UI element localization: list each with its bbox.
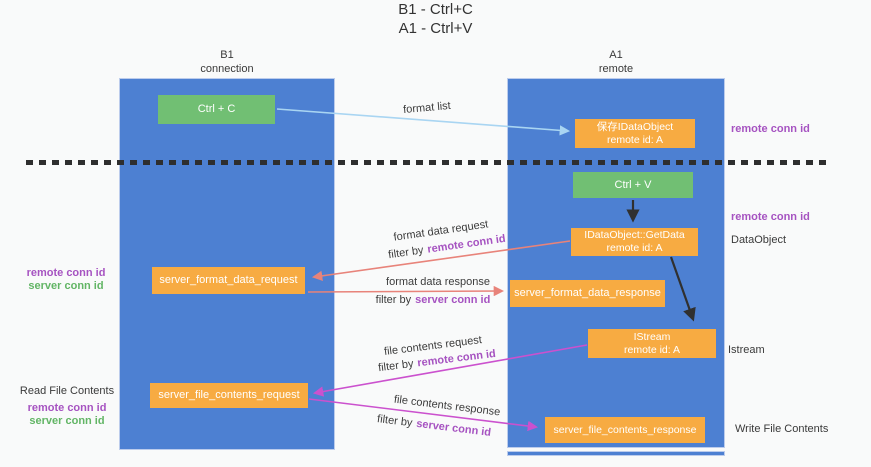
label-format-data-response: format data response — [386, 276, 490, 288]
right-remote-conn-id-top: remote conn id — [731, 123, 810, 135]
node-istream: IStream remote id: A — [588, 329, 716, 358]
node-istream-line1: IStream — [633, 330, 671, 343]
filter-by-text: filter by — [387, 244, 425, 262]
lane-a1-header: A1 remote — [507, 48, 725, 76]
node-save-idataobject-line2: remote id: A — [606, 133, 664, 146]
left-remote-conn-id: remote conn id — [26, 267, 106, 279]
istream-label: Istream — [728, 344, 765, 356]
lane-a1-name: A1 — [609, 49, 623, 61]
left-read-file-group: Read File Contents remote conn id server… — [12, 385, 122, 428]
filter-by-text: filter by — [376, 413, 414, 430]
node-server-format-data-request-label: server_format_data_request — [159, 274, 298, 286]
node-save-idataobject: 保存IDataObject remote id: A — [575, 119, 695, 148]
page-title: B1 - Ctrl+C A1 - Ctrl+V — [0, 0, 871, 38]
node-server-format-data-response: server_format_data_response — [510, 280, 665, 307]
node-idataobject-getdata-line1: IDataObject::GetData — [584, 229, 685, 241]
node-server-format-data-response-label: server_format_data_response — [514, 287, 661, 299]
lane-a1-bottom-strip — [507, 451, 725, 456]
lane-a1-subtitle: remote — [598, 63, 634, 75]
left-server-conn-id-2: server conn id — [29, 415, 105, 427]
right-remote-conn-id-mid: remote conn id — [731, 211, 810, 223]
node-ctrl-v: Ctrl + V — [573, 172, 693, 198]
dashed-divider-line — [26, 160, 830, 165]
lane-b1-name: B1 — [220, 49, 234, 61]
label-format-list: format list — [402, 99, 452, 117]
arrow-format-data-response — [307, 285, 505, 297]
node-server-format-data-request: server_format_data_request — [152, 267, 305, 294]
node-idataobject-getdata: IDataObject::GetData remote id: A — [571, 228, 698, 256]
left-conn-id-group: remote conn id server conn id — [16, 267, 116, 293]
node-server-file-contents-response: server_file_contents_response — [545, 417, 705, 443]
left-remote-conn-id-2: remote conn id — [27, 402, 107, 414]
node-ctrl-c-label: Ctrl + C — [197, 103, 236, 115]
label-file-contents-response: file contents response — [393, 393, 501, 419]
filter-by-text: filter by — [377, 357, 415, 375]
page-title-line-1: B1 - Ctrl+C — [398, 1, 473, 18]
server-conn-id-text: server conn id — [415, 417, 492, 439]
lane-b1-subtitle: connection — [200, 63, 254, 75]
page-title-line-2: A1 - Ctrl+V — [398, 20, 473, 37]
node-ctrl-v-label: Ctrl + V — [614, 178, 652, 191]
node-server-file-contents-response-label: server_file_contents_response — [553, 423, 697, 436]
lane-b1-header: B1 connection — [119, 48, 335, 76]
filter-by-text: filter by — [375, 294, 412, 306]
node-server-file-contents-request-label: server_file_contents_request — [158, 389, 300, 401]
left-server-conn-id: server conn id — [28, 280, 104, 292]
node-save-idataobject-line1: 保存IDataObject — [596, 120, 674, 133]
node-idataobject-getdata-line2: remote id: A — [606, 242, 663, 254]
server-conn-id-text: server conn id — [415, 294, 491, 306]
node-istream-line2: remote id: A — [623, 343, 681, 356]
read-file-contents-label: Read File Contents — [19, 385, 115, 397]
node-server-file-contents-request: server_file_contents_request — [150, 383, 308, 408]
node-ctrl-c: Ctrl + C — [158, 95, 275, 124]
write-file-contents-label: Write File Contents — [735, 423, 829, 435]
dataobject-label: DataObject — [731, 234, 787, 246]
